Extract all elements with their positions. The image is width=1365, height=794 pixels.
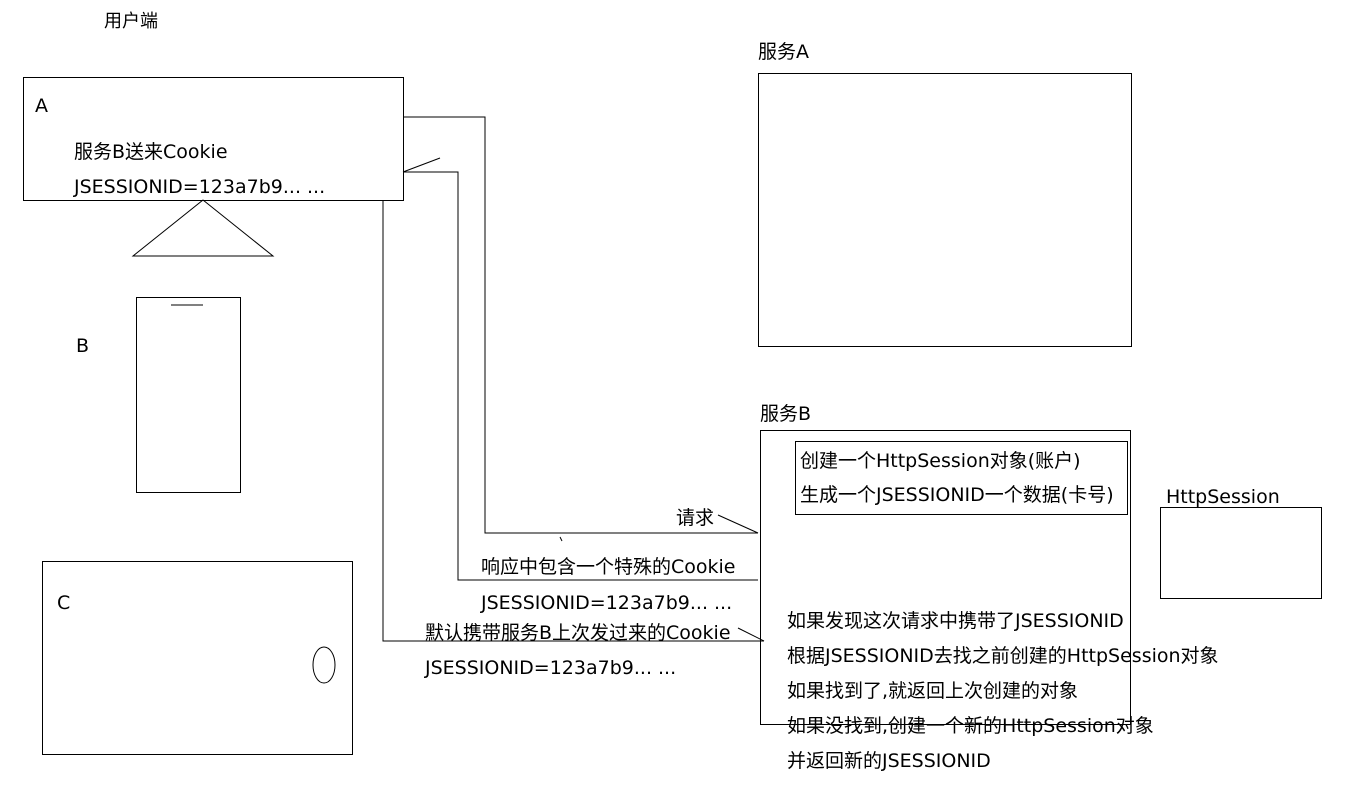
client-a-jsessionid-line: JSESSIONID=123a7b9... ...	[74, 176, 326, 198]
service-b-title: 服务B	[760, 403, 812, 425]
request-connector	[403, 116, 758, 534]
carry-label-line-2: JSESSIONID=123a7b9... ...	[425, 657, 677, 679]
service-b-logic-line-1: 如果发现这次请求中携带了JSESSIONID	[787, 610, 1124, 632]
carry-label-line-1: 默认携带服务B上次发过来的Cookie	[425, 622, 731, 644]
client-title: 用户端	[104, 11, 158, 32]
carry-cookie-connector	[382, 200, 764, 642]
response-connector	[403, 171, 758, 581]
service-b-create-session-line: 创建一个HttpSession对象(账户)	[800, 450, 1081, 472]
response-label-line-1: 响应中包含一个特殊的Cookie	[481, 556, 736, 578]
laptop-base-shape	[131, 199, 275, 257]
client-c-label: C	[57, 592, 71, 614]
client-a-laptop-box: A 服务B送来Cookie JSESSIONID=123a7b9... ...	[23, 77, 404, 201]
client-b-label: B	[76, 335, 90, 357]
service-b-logic-line-2: 根据JSESSIONID去找之前创建的HttpSession对象	[787, 645, 1219, 667]
http-session-box	[1160, 507, 1322, 599]
service-b-logic-line-4: 如果没找到,创建一个新的HttpSession对象	[787, 715, 1154, 737]
response-label-line-2: JSESSIONID=123a7b9... ...	[481, 592, 733, 614]
client-b-phone-box	[136, 297, 241, 493]
tablet-home-button	[312, 646, 336, 684]
client-a-label: A	[35, 95, 48, 117]
http-session-title: HttpSession	[1166, 486, 1280, 508]
service-a-title: 服务A	[758, 41, 809, 63]
client-a-cookie-line: 服务B送来Cookie	[74, 141, 228, 163]
service-b-logic-line-5: 并返回新的JSESSIONID	[787, 750, 991, 772]
service-a-box	[758, 73, 1132, 347]
service-b-logic-line-3: 如果找到了,就返回上次创建的对象	[787, 680, 1079, 702]
client-c-tablet-box: C	[42, 561, 353, 755]
service-b-box	[760, 430, 1131, 725]
service-b-generate-id-line: 生成一个JSESSIONID一个数据(卡号)	[800, 484, 1114, 506]
service-b-inner-box: 创建一个HttpSession对象(账户) 生成一个JSESSIONID一个数据…	[795, 441, 1128, 515]
request-label: 请求	[676, 507, 715, 529]
